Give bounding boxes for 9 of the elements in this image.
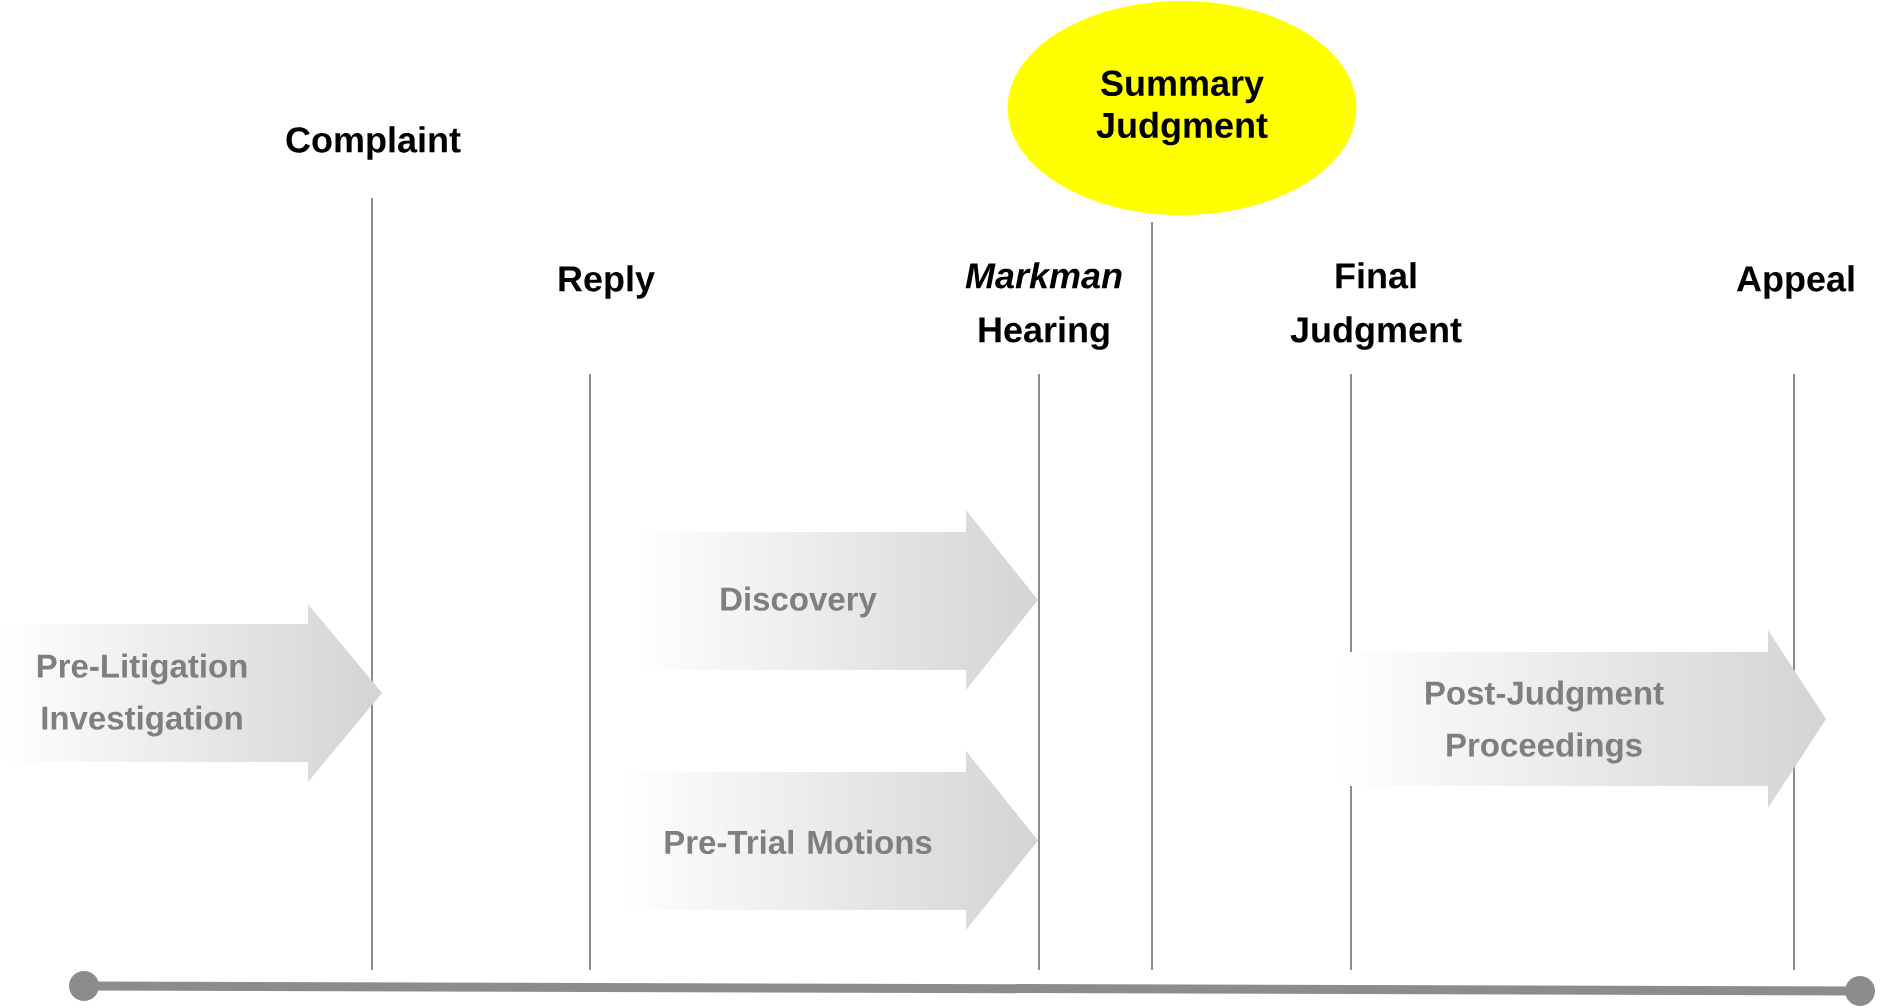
- milestone-label: Final Judgment: [1290, 262, 1462, 350]
- process-arrow: Pre-Trial Motions: [665, 829, 932, 855]
- milestone-label: Appeal: [1736, 265, 1854, 299]
- process-arrow: Post-Judgment Proceedings: [1426, 680, 1664, 764]
- process-arrow: Pre-Litigation Investigation: [37, 653, 247, 737]
- milestone-label: Markman Hearing: [965, 262, 1122, 350]
- process-arrow: Discovery: [721, 586, 877, 618]
- milestone-label: Complaint: [286, 126, 461, 160]
- milestone-label: Reply: [559, 265, 655, 299]
